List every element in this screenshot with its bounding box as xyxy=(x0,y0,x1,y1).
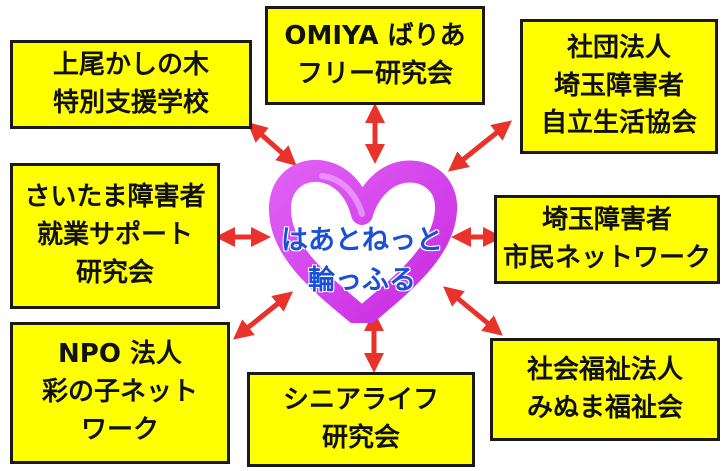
org-box-line: 自立生活協会 xyxy=(540,108,697,139)
org-box-line: NPO 法人 xyxy=(58,339,182,370)
org-box-line: みぬま福祉会 xyxy=(526,392,683,423)
org-box-saitama-employment-support: さいたま障害者 就業サポート 研究会 xyxy=(10,163,220,309)
org-box-line: 就業サポート xyxy=(36,220,193,251)
org-box-line: 市民ネットワーク xyxy=(502,242,711,273)
logo-text-line1: はあとねっと xyxy=(281,225,443,256)
org-box-kamio-kashinoki-school: 上尾かしの木 特別支援学校 xyxy=(10,40,252,129)
org-box-line: ワーク xyxy=(80,414,159,445)
org-box-line: 彩の子ネット xyxy=(41,377,198,408)
org-box-line: OMIYA ばりあ xyxy=(284,20,466,51)
org-box-senior-life-study: シニアライフ 研究会 xyxy=(247,372,475,467)
org-box-saitama-independent-living: 社団法人 埼玉障害者 自立生活協会 xyxy=(520,19,718,154)
arrow-saitama-council xyxy=(447,120,513,172)
org-box-line: 研究会 xyxy=(321,422,400,453)
org-box-line: 上尾かしの木 xyxy=(52,49,209,80)
arrow-kamio xyxy=(247,122,297,166)
org-box-line: 研究会 xyxy=(75,257,154,288)
org-box-line: 特別支援学校 xyxy=(52,87,209,118)
arrow-npo xyxy=(232,291,294,340)
org-box-line: 埼玉障害者 xyxy=(541,204,672,235)
org-box-line: さいたま障害者 xyxy=(24,182,206,213)
org-box-omiya-barrier-free: OMIYA ばりあ フリー研究会 xyxy=(265,6,485,105)
org-box-minuma-welfare: 社会福祉法人 みぬま福祉会 xyxy=(490,338,720,441)
org-box-line: 社団法人 xyxy=(566,32,671,63)
org-box-line: 埼玉障害者 xyxy=(553,70,684,101)
logo-text-line2: 輪っふる xyxy=(308,265,416,296)
org-box-line: 社会福祉法人 xyxy=(526,354,683,385)
org-box-npo-ayanoko-network: NPO 法人 彩の子ネット ワーク xyxy=(10,322,230,464)
org-box-line: シニアライフ xyxy=(282,384,439,415)
heart-ribbon-icon xyxy=(269,159,457,323)
org-box-line: フリー研究会 xyxy=(296,58,453,89)
arrow-minuma xyxy=(443,286,503,336)
org-box-saitama-citizen-network: 埼玉障害者 市民ネットワーク xyxy=(494,195,720,284)
center-logo: はあとねっと 輪っふる xyxy=(262,148,462,323)
